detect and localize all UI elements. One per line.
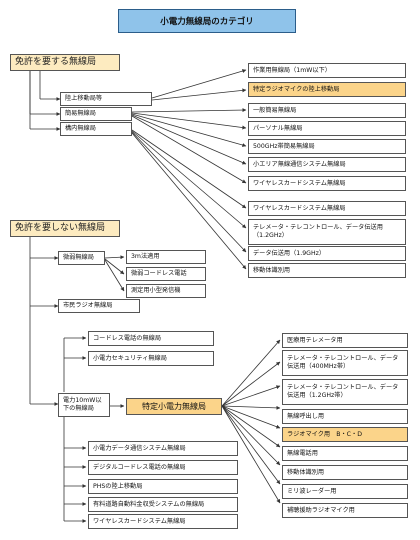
specified-low-power-node: 特定小電力無線局 (126, 398, 222, 415)
upper-item: 小電力セキュリティ無線局 (88, 351, 214, 366)
weak-item: 3m法適用 (126, 250, 206, 264)
licensed-item: ワイヤレスカードシステム無線局 (248, 201, 406, 216)
specified-item: テレメータ・テレコントロール、データ伝送用（1.2GHz帯） (282, 379, 408, 405)
licensed-item: 作業用無線局（1mW以下） (248, 63, 406, 78)
upper-item: コードレス電話の無線局 (88, 331, 214, 346)
diagram-title: 小電力無線局のカテゴリ (118, 9, 296, 33)
weak-item: 測定用小型発信機 (126, 284, 206, 298)
under-10mw-node: 電力10mW以下の無線局 (58, 393, 110, 417)
land-mobile-node: 陸上移動局等 (60, 92, 152, 106)
weak-item: 微弱コードレス電話 (126, 267, 206, 281)
licensed-item: ワイヤレスカードシステム無線局 (248, 176, 406, 191)
licensed-item: 小エリア無線通信システム無線局 (248, 157, 406, 172)
premises-radio-node: 構内無線局 (60, 122, 132, 136)
lower-item: ワイヤレスカードシステム無線局 (88, 514, 238, 529)
specified-item-highlight: ラジオマイク用 B・C・D (282, 427, 408, 442)
licensed-item: 移動体識別用 (248, 263, 406, 278)
licensed-item: テレメータ・テレコントロール、データ伝送用（1.2GHz） (248, 219, 406, 245)
specified-item: 医療用テレメータ用 (282, 333, 408, 348)
unlicensed-category: 免許を要しない無線局 (10, 220, 120, 237)
citizen-band-node: 市民ラジオ無線局 (58, 299, 140, 313)
licensed-item: データ伝送用（1.9GHz） (248, 246, 406, 261)
licensed-item: 500GHz帯簡易無線局 (248, 139, 406, 154)
specified-item: 移動体識別用 (282, 465, 408, 480)
lower-item: 小電力データ通信システム無線局 (88, 441, 238, 456)
specified-item: 無線呼出し用 (282, 409, 408, 424)
lower-item: 有料道路自動料金収受システムの無線局 (88, 497, 238, 512)
simple-radio-node: 簡易無線局 (60, 107, 132, 121)
lower-item: デジタルコードレス電話の無線局 (88, 460, 238, 475)
specified-item: ミリ波レーダー用 (282, 484, 408, 499)
specified-item: 補聴援助ラジオマイク用 (282, 503, 408, 518)
specified-item: 無線電話用 (282, 446, 408, 461)
licensed-item-highlight: 特定ラジオマイクの陸上移動局 (248, 82, 406, 97)
lower-item: PHSの陸上移動局 (88, 479, 238, 494)
weak-radio-node: 微弱無線局 (58, 251, 105, 265)
licensed-item: 一般簡易無線局 (248, 103, 406, 118)
specified-item: テレメータ・テレコントロール、データ伝送用（400MHz帯） (282, 350, 408, 376)
licensed-item: パーソナル無線局 (248, 121, 406, 136)
licensed-category: 免許を要する無線局 (10, 54, 120, 71)
